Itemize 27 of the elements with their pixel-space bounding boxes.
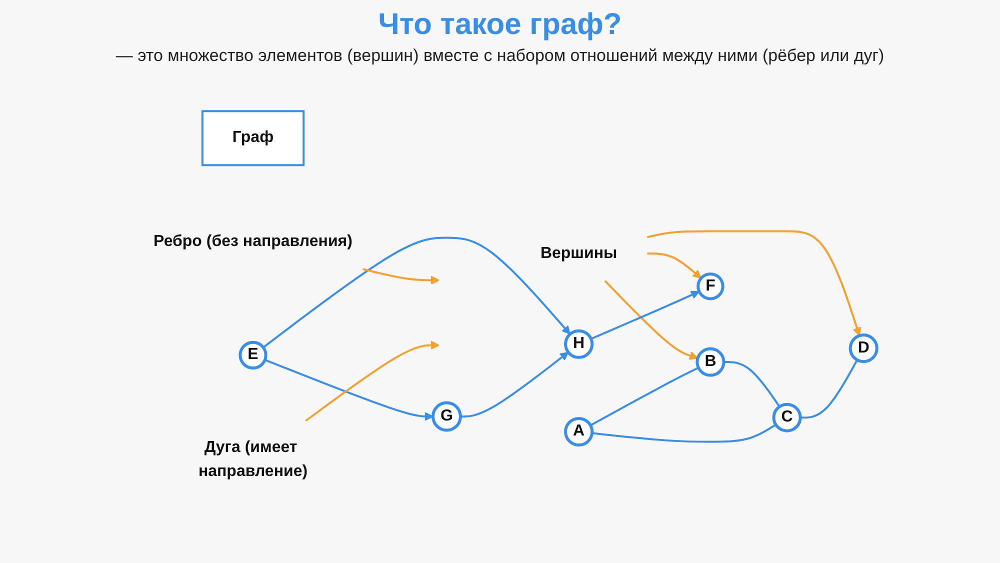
arrow <box>590 290 700 340</box>
callout-text: Ребро (без направления) <box>154 233 352 250</box>
edge-line <box>592 424 776 443</box>
vertex-circle: D <box>848 334 878 364</box>
arrow <box>460 352 569 418</box>
title: Что такое граф? <box>377 8 623 42</box>
vertex-circle: H <box>564 329 594 359</box>
definition-text: — это множество элементов (вершин) вместе с набором отношений между ними (рёбер или дуг) <box>114 46 886 66</box>
vertex-circle: G <box>432 401 462 432</box>
vertex-circle: E <box>238 340 268 370</box>
arrow <box>264 358 434 421</box>
vertex-circle: A <box>564 416 594 447</box>
term-box: Граф <box>202 110 305 166</box>
edge-line <box>724 361 780 408</box>
arrow <box>647 252 702 279</box>
pointer-arrow <box>305 340 440 422</box>
vertex-circle: C <box>772 402 802 432</box>
vertex-circle: B <box>696 347 726 377</box>
arrow <box>604 280 698 360</box>
arrow <box>262 236 571 348</box>
callout-text: Дуга (имеет направление) <box>198 438 308 480</box>
edge-line <box>800 359 858 419</box>
edge-line <box>590 366 699 426</box>
callout-text: Вершины <box>540 244 618 262</box>
pointer-arrow <box>362 268 440 285</box>
vertex-circle: F <box>696 272 724 300</box>
arrow <box>647 230 862 336</box>
